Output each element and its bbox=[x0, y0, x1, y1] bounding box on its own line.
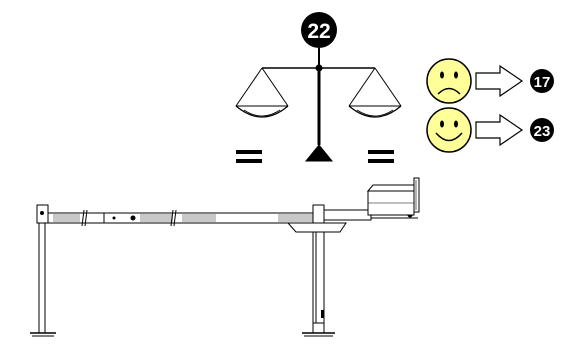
left-pan-icon bbox=[235, 67, 289, 118]
goto-step-badge-23: 23 bbox=[530, 118, 554, 142]
hollow-right-arrow-icon bbox=[475, 64, 524, 98]
hollow-right-arrow-icon bbox=[475, 113, 524, 147]
goto-step-label: 17 bbox=[534, 74, 551, 91]
balance-scale-icon bbox=[235, 48, 402, 162]
sad-face-icon bbox=[426, 58, 472, 104]
goto-step-label: 23 bbox=[534, 123, 551, 140]
balance-base-icon bbox=[304, 144, 334, 162]
step-number-label: 22 bbox=[307, 20, 330, 43]
outcome-row-happy: 23 bbox=[426, 107, 554, 153]
goto-step-badge-17: 17 bbox=[530, 69, 554, 93]
boom-arm bbox=[47, 209, 318, 227]
outcome-row-sad: 17 bbox=[426, 58, 554, 104]
pivot-bracket bbox=[286, 222, 347, 233]
boom-barrier-illustration bbox=[30, 177, 420, 337]
left-support-post bbox=[30, 204, 56, 337]
right-pan-icon bbox=[348, 67, 402, 118]
equal-sign-left-icon bbox=[236, 150, 262, 163]
equal-sign-right-icon bbox=[368, 150, 394, 163]
step-number-badge: 22 bbox=[301, 12, 337, 48]
motor-box bbox=[366, 177, 420, 216]
happy-face-icon bbox=[426, 107, 472, 153]
